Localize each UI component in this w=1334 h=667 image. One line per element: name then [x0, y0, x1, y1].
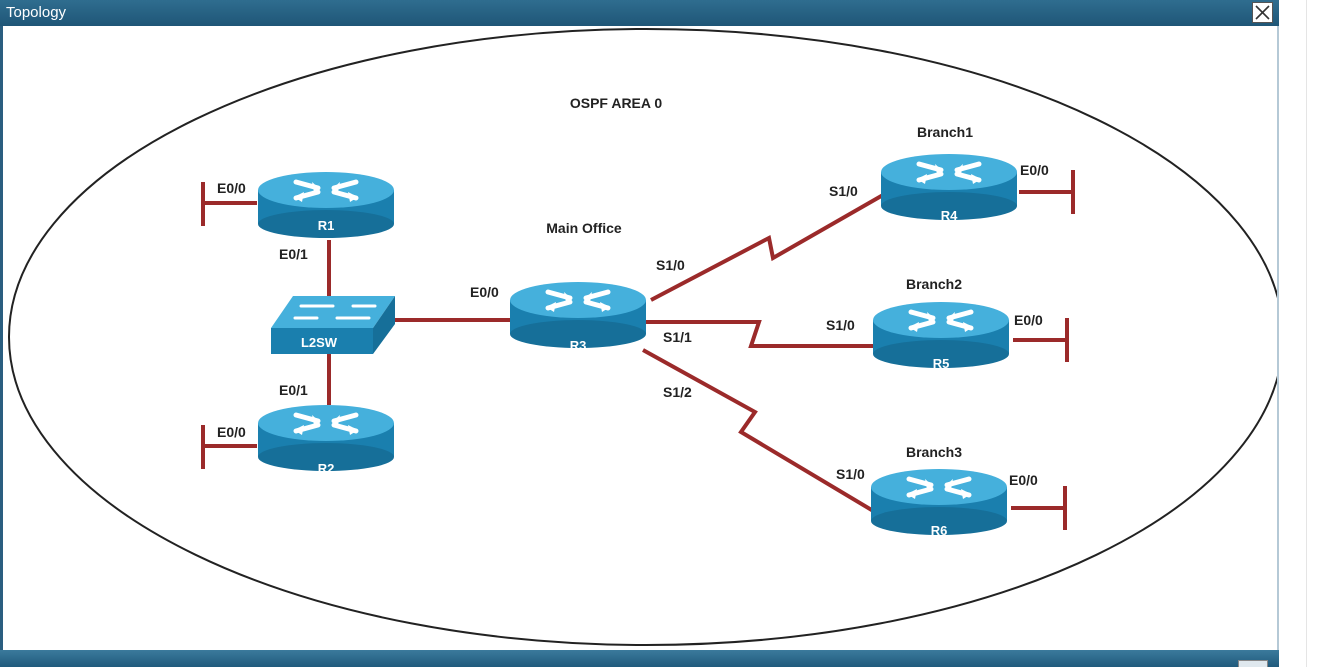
- link-r3-r6: [642, 348, 877, 514]
- iface-r3-s10: S1/0: [656, 257, 685, 273]
- switch-icon: [293, 304, 377, 320]
- iface-r2-e01: E0/1: [279, 382, 308, 398]
- main-office-label: Main Office: [546, 220, 622, 236]
- iface-r4-s10: S1/0: [829, 183, 858, 199]
- link-r3-r4: [650, 193, 884, 302]
- iface-r1-e00: E0/0: [217, 180, 246, 196]
- router-r6[interactable]: R6: [871, 469, 1007, 538]
- iface-r6-s10: S1/0: [836, 466, 865, 482]
- close-icon: [1255, 5, 1270, 20]
- iface-r5-e00: E0/0: [1014, 312, 1043, 328]
- switch-l2sw-label: L2SW: [301, 335, 338, 350]
- iface-r5-s10: S1/0: [826, 317, 855, 333]
- router-r1[interactable]: R1: [258, 172, 394, 238]
- router-r4[interactable]: R4: [881, 154, 1017, 223]
- next-panel-title-bar: [0, 650, 1279, 667]
- link-r3-r5: [643, 320, 873, 348]
- iface-r3-s12: S1/2: [663, 384, 692, 400]
- iface-r3-s11: S1/1: [663, 329, 692, 345]
- ospf-area-boundary: [8, 28, 1277, 646]
- router-r3[interactable]: R3: [510, 282, 646, 353]
- next-panel-button[interactable]: [1238, 660, 1268, 667]
- branch1-label: Branch1: [917, 124, 973, 140]
- close-button[interactable]: [1252, 2, 1273, 23]
- branch3-label: Branch3: [906, 444, 962, 460]
- router-r6-label: R6: [931, 523, 948, 538]
- router-r3-label: R3: [570, 338, 587, 353]
- iface-r6-e00: E0/0: [1009, 472, 1038, 488]
- topology-canvas: R1 R2 R3 R4 R5 R6: [0, 26, 1279, 650]
- iface-r3-e00: E0/0: [470, 284, 499, 300]
- router-r5-label: R5: [933, 356, 950, 371]
- router-r2-label: R2: [318, 461, 335, 476]
- router-r4-label: R4: [941, 208, 958, 223]
- window-title-bar: Topology: [0, 0, 1279, 26]
- router-r5[interactable]: R5: [873, 302, 1009, 371]
- iface-r2-e00: E0/0: [217, 424, 246, 440]
- switch-l2sw[interactable]: L2SW: [271, 296, 395, 354]
- window-title: Topology: [6, 4, 67, 21]
- topology-diagram: R1 R2 R3 R4 R5 R6: [8, 28, 1277, 646]
- ospf-area-label: OSPF AREA 0: [570, 95, 663, 111]
- network-links: [201, 170, 1075, 530]
- iface-r1-e01: E0/1: [279, 246, 308, 262]
- router-r2[interactable]: R2: [258, 405, 394, 476]
- right-scrollbar[interactable]: [1306, 0, 1334, 667]
- iface-r4-e00: E0/0: [1020, 162, 1049, 178]
- router-r1-label: R1: [318, 218, 335, 233]
- branch2-label: Branch2: [906, 276, 962, 292]
